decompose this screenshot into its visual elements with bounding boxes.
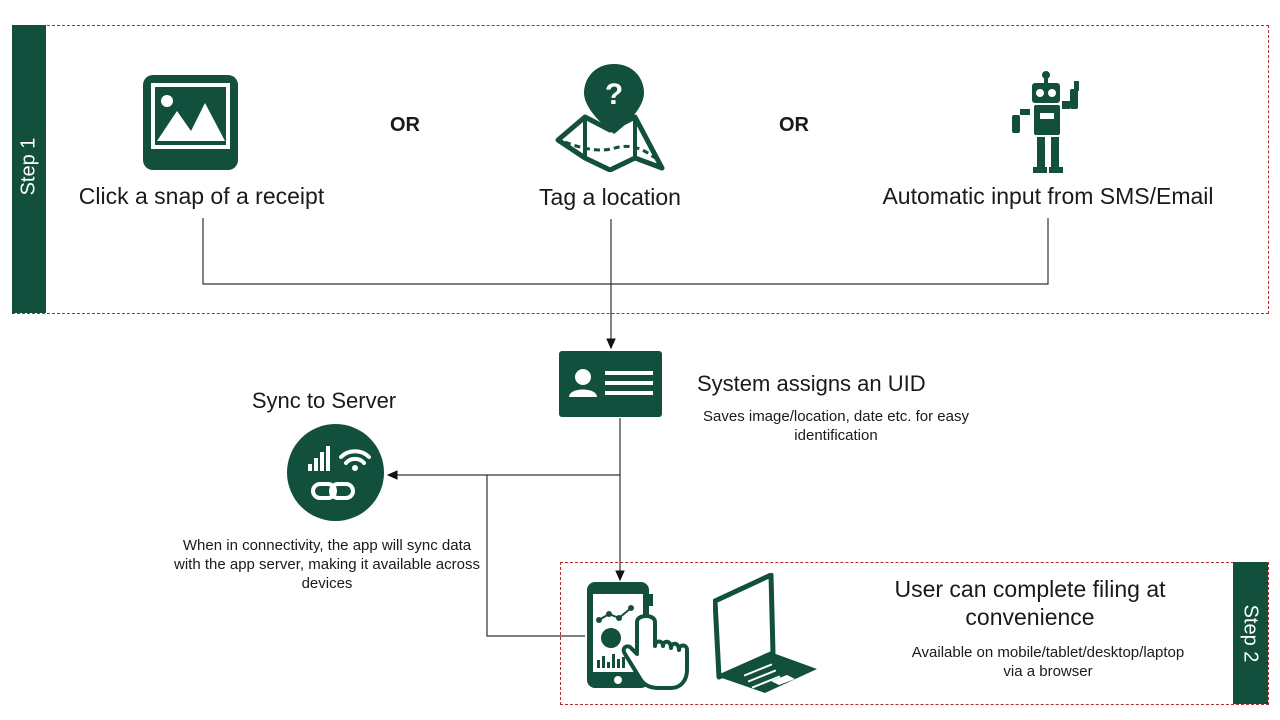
- or-label-2: OR: [779, 114, 809, 136]
- sync-title: Sync to Server: [251, 388, 397, 413]
- mobile-touch-icon: [585, 580, 690, 690]
- laptop-icon: [712, 572, 819, 696]
- option-sms-email-label: Automatic input from SMS/Email: [882, 183, 1214, 209]
- step2-title: User can complete filing at convenience: [870, 575, 1190, 631]
- step1-bar: Step 1: [12, 25, 46, 313]
- or-label-1: OR: [390, 114, 420, 136]
- step2-title-text: User can complete filing at convenience: [894, 576, 1166, 630]
- id-card-icon: [559, 351, 662, 417]
- sync-description: When in connectivity, the app will sync …: [174, 537, 480, 592]
- map-location-icon: ?: [555, 62, 665, 173]
- option-location-label: Tag a location: [539, 184, 681, 210]
- step2-container: [560, 562, 1269, 705]
- option-receipt-label: Click a snap of a receipt: [78, 183, 325, 209]
- system-title: System assigns an UID: [697, 371, 926, 396]
- sync-server-icon: [287, 424, 384, 521]
- step2-description: Available on mobile/tablet/desktop/lapto…: [911, 644, 1185, 680]
- svg-text:?: ?: [605, 78, 623, 111]
- image-icon: [143, 75, 238, 170]
- step2-label: Step 2: [1239, 604, 1262, 663]
- step2-bar: Step 2: [1233, 562, 1268, 704]
- robot-icon: [1010, 71, 1085, 176]
- system-description: Saves image/location, date etc. for easy…: [703, 408, 969, 444]
